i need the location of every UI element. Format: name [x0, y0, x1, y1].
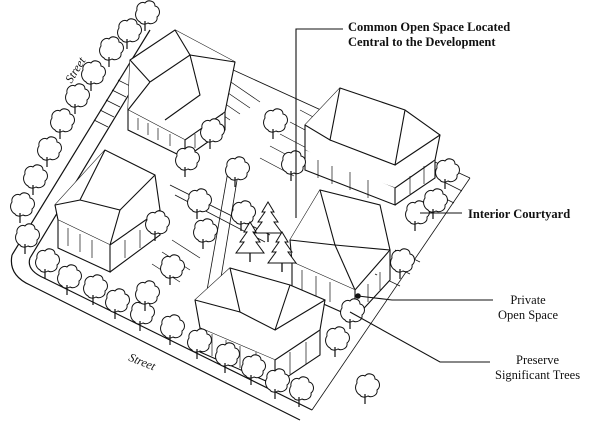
common-open-space-label: Common Open Space Located Central to the… — [348, 20, 510, 50]
interior-courtyard-label: Interior Courtyard — [468, 207, 570, 222]
preserve-trees-line-2: Significant Trees — [495, 368, 580, 383]
private-open-space-line-2: Open Space — [498, 308, 558, 323]
common-open-space-line-1: Common Open Space Located — [348, 20, 510, 35]
building-b — [55, 150, 160, 272]
private-open-space-label: Private Open Space — [498, 293, 558, 323]
private-open-space-line-1: Private — [498, 293, 558, 308]
preserve-trees-line-1: Preserve — [495, 353, 580, 368]
common-open-space-line-2: Central to the Development — [348, 35, 510, 50]
preserve-trees-label: Preserve Significant Trees — [495, 353, 580, 383]
building-c — [305, 88, 440, 205]
